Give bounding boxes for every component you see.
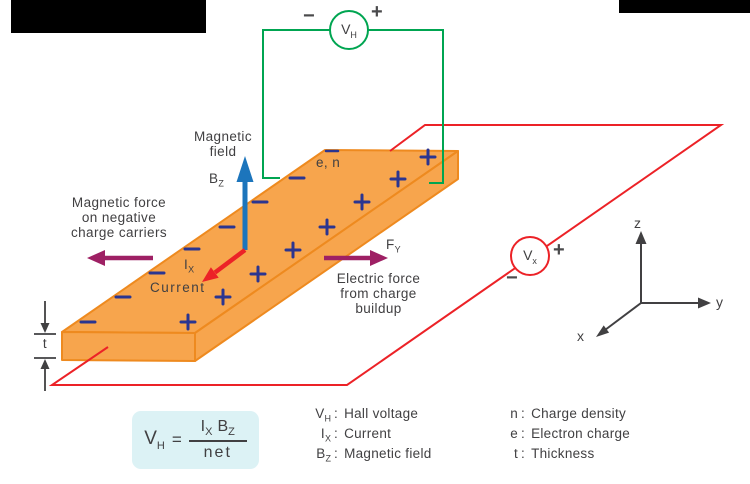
- vh-plus-sign: +: [371, 1, 383, 23]
- ix-arrow-shaft: [213, 248, 247, 275]
- legend-row-thickness: t:Thickness: [513, 446, 595, 461]
- fy-label: FY: [386, 237, 401, 255]
- vh-minus-sign: −: [303, 5, 315, 27]
- formula-lhs: VH: [144, 428, 165, 452]
- negative-charges: [79, 149, 340, 324]
- plus-charge-icon: [419, 148, 437, 166]
- formula-denominator: net: [203, 443, 232, 461]
- vh-wire-right: [368, 29, 444, 184]
- legend-row-magnetic-field: BZ:Magnetic field: [316, 446, 432, 464]
- magnetic-force-arrow-head: [87, 250, 105, 266]
- bz-arrow-head: [236, 156, 254, 182]
- plus-charge-icon: [284, 241, 302, 259]
- legend-col2: n:Charge density e:Electron charge t:Thi…: [506, 406, 631, 461]
- plus-charge-icon: [389, 170, 407, 188]
- legend-col1: VH:Hall voltage IX:Current BZ:Magnetic f…: [305, 406, 432, 464]
- plus-charge-icon: [318, 218, 336, 236]
- plus-charge-icon: [179, 313, 197, 331]
- vh-wire-left: [262, 29, 330, 179]
- ix-arrow: [202, 248, 247, 282]
- electric-force-label: Electric force from charge buildup: [336, 271, 421, 316]
- vx-minus-sign: −: [506, 267, 518, 289]
- vh-meter-label: VH: [341, 21, 357, 40]
- bz-label: BZ: [209, 171, 224, 189]
- vx-meter: [510, 236, 550, 276]
- plus-charge-icon: [214, 288, 232, 306]
- slab-front-face: [61, 331, 196, 362]
- vx-meter-label: Vx: [523, 247, 537, 266]
- legend-row-charge-density: n:Charge density: [510, 406, 627, 421]
- fraction-bar: [188, 439, 247, 442]
- z-axis-label: z: [634, 215, 641, 231]
- x-axis: [604, 302, 642, 331]
- legend-row-current: IX:Current: [320, 426, 392, 444]
- x-axis-arrowhead: [596, 325, 610, 337]
- legend-row-hall-voltage: VH:Hall voltage: [315, 406, 419, 424]
- formula-equals: =: [171, 430, 182, 449]
- thickness-up-arrowhead: [40, 359, 50, 369]
- thickness-label: t: [42, 336, 48, 351]
- magnetic-force-label: Magnetic force on negative charge carrie…: [70, 195, 168, 240]
- positive-charges: [179, 148, 437, 331]
- x-axis-label: x: [577, 328, 584, 344]
- ix-label: IX: [184, 257, 195, 275]
- fy-arrow-head: [370, 250, 388, 266]
- magnetic-force-arrow: [87, 250, 153, 266]
- blackout-bar-top-right: [619, 0, 750, 13]
- legend-row-electron-charge: e:Electron charge: [510, 426, 631, 441]
- magnetic-field-label: Magnetic field: [194, 129, 252, 159]
- fy-arrow: [324, 250, 388, 266]
- thickness-down-arrowhead: [40, 323, 50, 333]
- current-label: Current: [150, 280, 206, 295]
- vh-meter: [329, 10, 369, 50]
- coordinate-axes: [596, 231, 711, 337]
- vx-plus-sign: +: [553, 239, 565, 261]
- charge-carriers-label: e, n: [316, 155, 341, 170]
- blackout-bar-top-left: [11, 0, 206, 33]
- plus-charge-icon: [353, 193, 371, 211]
- thickness-marker: [34, 301, 56, 391]
- vh-circuit-wire: [262, 29, 444, 184]
- y-axis-arrowhead: [698, 297, 711, 309]
- plus-charge-icon: [249, 265, 267, 283]
- ix-arrow-head: [202, 267, 219, 282]
- z-axis-arrowhead: [635, 231, 647, 244]
- y-axis-label: y: [716, 294, 723, 310]
- bz-arrow: [236, 156, 254, 250]
